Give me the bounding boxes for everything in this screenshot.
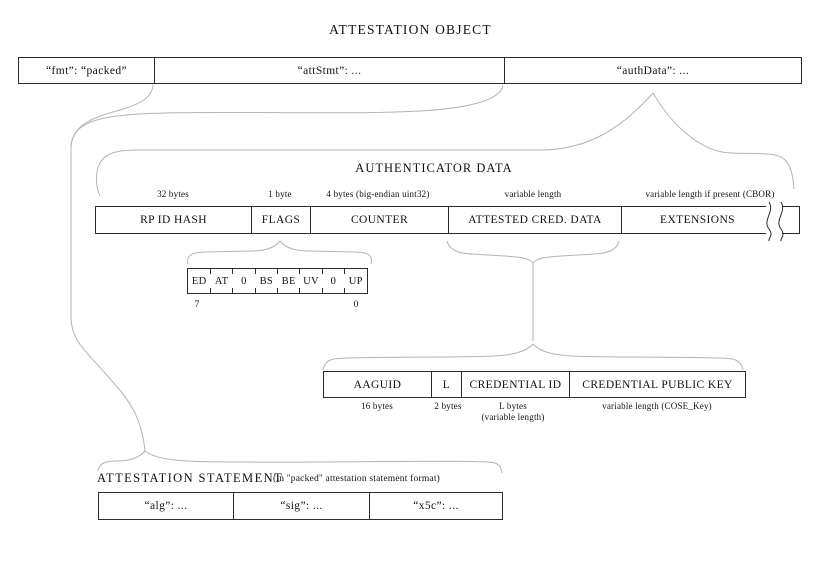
- authenticator-data-row: RP ID HASH FLAGS COUNTER ATTESTED CRED. …: [95, 206, 800, 234]
- x5c-cell: “x5c”: ...: [369, 493, 502, 519]
- fmt-cell: “fmt”: “packed”: [45, 64, 128, 77]
- attested-credential-data-row: AAGUID L CREDENTIAL ID CREDENTIAL PUBLIC…: [323, 371, 746, 398]
- bit-index-7: 7: [194, 300, 200, 310]
- size-label-credential-id: L bytes: [499, 401, 527, 411]
- brace-credential-row: [322, 343, 744, 371]
- alg-cell: “alg”: ...: [144, 500, 188, 512]
- size-label-credential-public-key: variable length (COSE_Key): [602, 401, 712, 411]
- bit-index-0: 0: [353, 300, 359, 310]
- page-title: ATTESTATION OBJECT: [329, 22, 492, 37]
- flag-bit-uv: UV: [299, 269, 322, 293]
- flag-bit-ed: ED: [191, 275, 207, 287]
- counter-cell: COUNTER: [310, 207, 448, 233]
- attested-cred-data-cell: ATTESTED CRED. DATA: [448, 207, 621, 233]
- size-label-extensions: variable length if present (CBOR): [645, 189, 775, 199]
- brace-authenticator-data: [96, 92, 795, 197]
- brace-attested-cred-data: [446, 240, 620, 264]
- flags-cell: FLAGS: [251, 207, 310, 233]
- flag-bit-up: UP: [344, 269, 367, 293]
- size-label-aaguid: 16 bytes: [361, 401, 393, 411]
- flag-bit-be: BE: [276, 269, 300, 293]
- connector-attstmt-left: [70, 84, 154, 452]
- attestation-statement-heading: ATTESTATION STATEMENT: [97, 471, 284, 485]
- attestation-statement-row: “alg”: ... “sig”: ... “x5c”: ...: [98, 492, 503, 520]
- flag-bit-rfu1: 0: [232, 269, 255, 293]
- extensions-cell: EXTENSIONS: [621, 207, 799, 233]
- credential-public-key-cell: CREDENTIAL PUBLIC KEY: [569, 372, 745, 397]
- size-label-attested-cred-data: variable length: [504, 189, 562, 199]
- flag-bit-bs: BS: [254, 269, 277, 293]
- brace-attestation-statement: [97, 450, 503, 474]
- size-label-flags: 1 byte: [268, 189, 292, 199]
- connector-attstmt-right: [70, 84, 504, 148]
- attstmt-cell: “attStmt”: ...: [154, 58, 504, 83]
- size-label-credential-id-2: (variable length): [481, 412, 545, 422]
- size-label-counter: 4 bytes (big-endian uint32): [326, 189, 430, 199]
- size-label-l: 2 bytes: [434, 401, 462, 411]
- aaguid-cell: AAGUID: [353, 378, 402, 391]
- flag-bit-rfu2: 0: [321, 269, 344, 293]
- flags-bits-box: ED AT 0 BS BE UV 0 UP: [187, 268, 368, 294]
- credential-id-cell: CREDENTIAL ID: [461, 372, 569, 397]
- sig-cell: “sig”: ...: [233, 493, 369, 519]
- size-label-rp-id-hash: 32 bytes: [157, 189, 189, 199]
- length-cell: L: [431, 372, 461, 397]
- flag-bit-at: AT: [209, 269, 232, 293]
- authdata-cell: “authData”: ...: [504, 58, 801, 83]
- rp-id-hash-cell: RP ID HASH: [140, 214, 207, 226]
- authenticator-data-heading: AUTHENTICATOR DATA: [355, 161, 513, 175]
- attestation-statement-format-note: (in "packed" attestation statement forma…: [273, 474, 441, 484]
- brace-flags: [187, 240, 372, 265]
- attestation-object-row: “fmt”: “packed” “attStmt”: ... “authData…: [18, 57, 802, 84]
